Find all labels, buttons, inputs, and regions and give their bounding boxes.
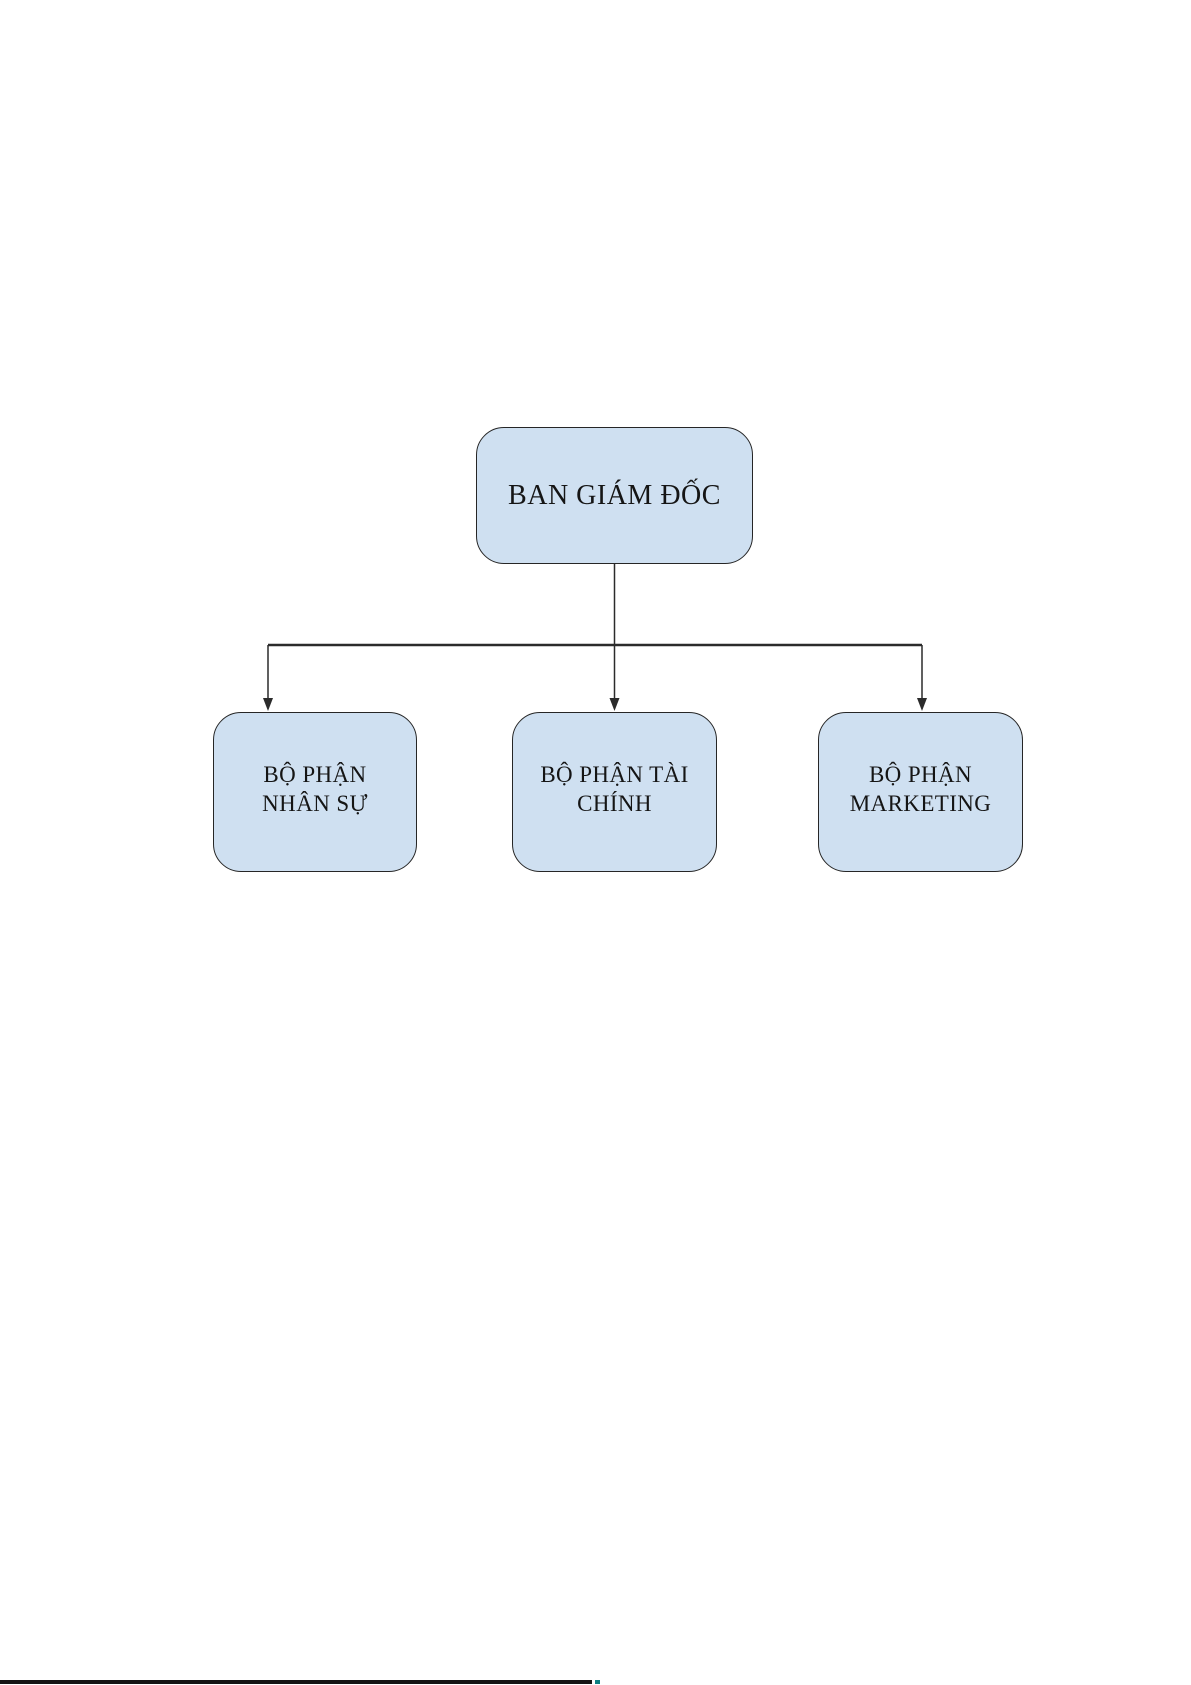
org-node-root-label: BAN GIÁM ĐỐC [508,479,721,511]
org-node-finance-label: BỘ PHẬN TÀI CHÍNH [540,760,688,818]
org-node-hr-label-line1: BỘ PHẬN [263,762,367,787]
org-node-hr: BỘ PHẬN NHÂN SỰ [213,712,417,872]
arrowhead-right [917,698,927,711]
bottom-scrollbar[interactable] [0,1680,592,1684]
org-node-marketing-label: BỘ PHẬN MARKETING [850,760,992,818]
org-node-finance: BỘ PHẬN TÀI CHÍNH [512,712,717,872]
org-node-marketing-label-line2: MARKETING [849,791,992,816]
org-node-marketing-label-line1: BỘ PHẬN [868,762,973,787]
scrollbar-accent-dot [595,1680,600,1684]
org-node-marketing: BỘ PHẬN MARKETING [818,712,1023,872]
org-node-root: BAN GIÁM ĐỐC [476,427,753,564]
org-node-hr-label: BỘ PHẬN NHÂN SỰ [262,760,368,818]
org-node-hr-label-line2: NHÂN SỰ [262,791,368,816]
arrowhead-middle [609,698,620,711]
org-node-finance-label-line2: CHÍNH [577,791,652,816]
arrowhead-left [263,698,273,711]
org-node-finance-label-line1: BỘ PHẬN TÀI [540,762,689,787]
